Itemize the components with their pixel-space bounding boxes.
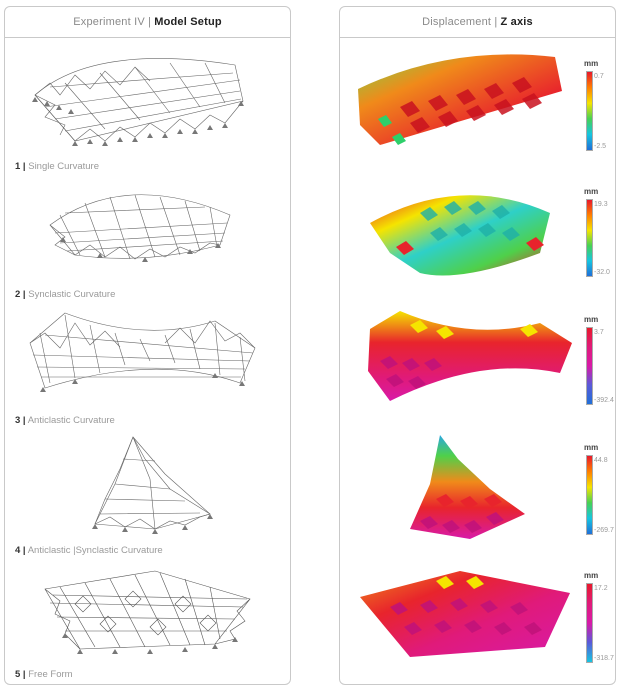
legend-max-4: 44.8 bbox=[594, 457, 608, 464]
displacement-title-light: Displacement | bbox=[422, 16, 498, 28]
legend-max-1: 0.7 bbox=[594, 73, 604, 80]
legend-max-5: 17.2 bbox=[594, 585, 608, 592]
support-icons bbox=[92, 514, 213, 534]
result-4-anticlastic-synclastic: mm 44.8 -269.7 bbox=[340, 429, 617, 557]
legend-unit-3: mm bbox=[584, 315, 599, 324]
displacement-panel: Displacement | Z axis bbox=[339, 6, 616, 685]
model-2-synclastic-curvature: 2 | Synclastic Curvature bbox=[5, 175, 292, 303]
legend-min-2: -32.0 bbox=[594, 269, 610, 276]
legend-min-5: -318.7 bbox=[594, 655, 614, 662]
displacement-title-bold: Z axis bbox=[500, 16, 533, 28]
caption-2: 2 | Synclastic Curvature bbox=[15, 289, 116, 300]
support-icons bbox=[32, 97, 244, 146]
model-setup-title-light: Experiment IV | bbox=[73, 16, 152, 28]
model-3-anticlastic-curvature: 3 | Anticlastic Curvature bbox=[5, 303, 292, 429]
support-icons bbox=[40, 373, 245, 392]
model-1-single-curvature: 1 | Single Curvature bbox=[5, 45, 292, 175]
displacement-plot-2 bbox=[370, 195, 550, 276]
model-setup-header: Experiment IV | Model Setup bbox=[5, 7, 290, 38]
legend-color-bar-1 bbox=[586, 71, 593, 151]
legend-unit-2: mm bbox=[584, 187, 599, 196]
legend-max-3: 3.7 bbox=[594, 329, 604, 336]
result-2-synclastic-curvature: mm 19.3 -32.0 bbox=[340, 173, 617, 301]
legend-min-1: -2.5 bbox=[594, 143, 607, 150]
displacement-plot-3 bbox=[368, 311, 572, 401]
legend-color-bar-5 bbox=[586, 583, 593, 663]
displacement-plot-1 bbox=[358, 54, 562, 145]
result-1-single-curvature: mm 0.7 -2.5 bbox=[340, 45, 617, 173]
model-setup-title-bold: Model Setup bbox=[154, 16, 222, 28]
model-5-free-form: 5 | Free Form bbox=[5, 559, 292, 685]
legend-unit-4: mm bbox=[584, 443, 599, 452]
mesh-drawing-synclastic-curvature bbox=[49, 194, 231, 262]
legend-color-bar-4 bbox=[586, 455, 593, 535]
model-setup-panel: Experiment IV | Model Setup 1 | Single C… bbox=[4, 6, 291, 685]
displacement-plot-4 bbox=[410, 435, 525, 539]
support-icons bbox=[60, 237, 221, 262]
model-4-anticlastic-synclastic-curvature: 4 | Anticlastic |Synclastic Curvature bbox=[5, 429, 292, 559]
mesh-drawing-anticlastic-synclastic bbox=[92, 436, 213, 534]
mesh-drawing-anticlastic-curvature bbox=[29, 312, 256, 392]
mesh-drawing-free-form bbox=[44, 570, 251, 654]
legend-max-2: 19.3 bbox=[594, 201, 608, 208]
legend-color-bar-3 bbox=[586, 327, 593, 405]
mesh-drawing-single-curvature bbox=[32, 58, 244, 146]
caption-5: 5 | Free Form bbox=[15, 669, 73, 680]
result-3-anticlastic-curvature: mm 3.7 -392.4 bbox=[340, 301, 617, 429]
caption-4: 4 | Anticlastic |Synclastic Curvature bbox=[15, 545, 163, 556]
caption-1: 1 | Single Curvature bbox=[15, 161, 99, 172]
result-5-free-form: mm 17.2 -318.7 bbox=[340, 557, 617, 685]
legend-unit-5: mm bbox=[584, 571, 599, 580]
caption-3: 3 | Anticlastic Curvature bbox=[15, 415, 115, 426]
legend-color-bar-2 bbox=[586, 199, 593, 277]
support-icons bbox=[62, 633, 238, 654]
legend-min-4: -269.7 bbox=[594, 527, 614, 534]
displacement-header: Displacement | Z axis bbox=[340, 7, 615, 38]
legend-unit-1: mm bbox=[584, 59, 599, 68]
displacement-plot-5 bbox=[360, 571, 570, 657]
legend-min-3: -392.4 bbox=[594, 397, 614, 404]
